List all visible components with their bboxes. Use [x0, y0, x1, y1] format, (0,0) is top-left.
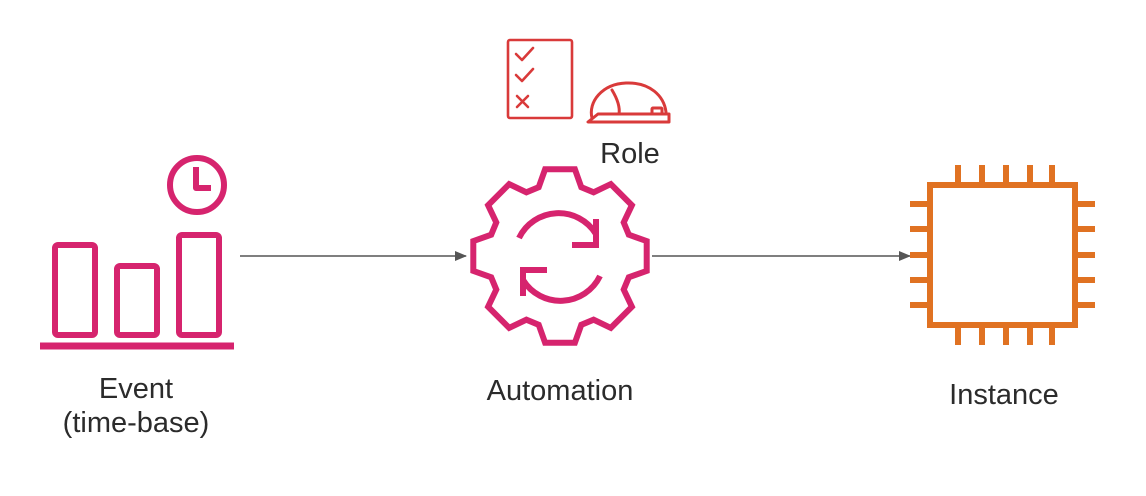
- clock-icon: [167, 155, 227, 215]
- checklist-icon: [506, 38, 574, 120]
- scheduled-event-icon: [40, 155, 234, 350]
- automation-label: Automation: [486, 375, 634, 407]
- ec2-instance-chip-icon: [910, 165, 1095, 345]
- role-label: Role: [600, 138, 660, 170]
- event-label: Event (time-base): [36, 372, 236, 440]
- automation-gear-icon: [470, 166, 650, 346]
- event-label-line2: (time-base): [62, 407, 210, 439]
- event-label-line1: Event: [98, 373, 174, 405]
- refresh-arrows-icon: [516, 210, 603, 304]
- hard-hat-icon: [586, 81, 671, 124]
- instance-label: Instance: [949, 379, 1059, 411]
